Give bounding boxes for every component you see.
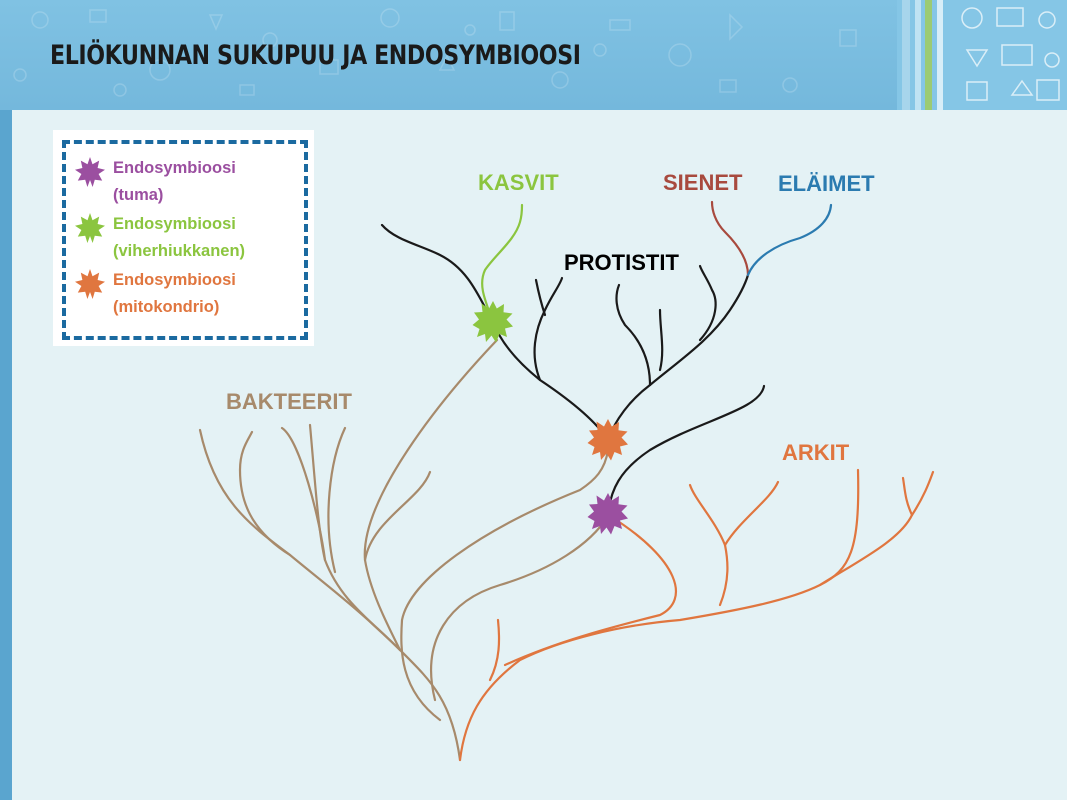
label-bakteerit: BAKTEERIT <box>226 389 352 414</box>
legend-item-mitochondrion: Endosymbioosi (mitokondrio) <box>73 267 236 321</box>
legend-item-nucleus: Endosymbioosi (tuma) <box>73 155 236 209</box>
label-protistit: PROTISTIT <box>564 250 679 275</box>
legend-label: Endosymbioosi <box>113 215 236 233</box>
label-arkit: ARKIT <box>782 440 850 465</box>
plants-branch <box>481 203 524 324</box>
label-kasvit: KASVIT <box>478 170 559 195</box>
purple-star-icon <box>75 157 105 187</box>
header-pattern <box>13 8 857 97</box>
nucleus-event-star-icon <box>587 493 628 535</box>
fungi-branch <box>710 200 750 277</box>
page-title: ELIÖKUNNAN SUKUPUU JA ENDOSYMBIOOSI <box>50 40 581 71</box>
legend-box: Endosymbioosi (tuma) Endosymbioosi (vihe… <box>53 130 314 346</box>
header-banner <box>0 0 1067 110</box>
label-elaimet: ELÄIMET <box>778 171 875 196</box>
label-sienet: SIENET <box>663 170 743 195</box>
legend-label: Endosymbioosi <box>113 271 236 289</box>
chloroplast-event-star-icon <box>472 301 513 343</box>
orange-star-icon <box>75 269 105 299</box>
legend-dashed-border <box>62 140 308 340</box>
header-decoration <box>897 0 1067 110</box>
legend-sublabel: (mitokondrio) <box>113 298 220 316</box>
left-accent-bar <box>0 0 12 800</box>
legend-sublabel: (tuma) <box>113 186 164 204</box>
eukaryote-branches <box>380 223 766 518</box>
legend-label: Endosymbioosi <box>113 159 236 177</box>
legend-sublabel: (viherhiukkanen) <box>113 242 246 260</box>
bacteria-branches <box>198 338 610 762</box>
archaea-branches <box>458 468 935 762</box>
animals-branch <box>746 203 833 277</box>
legend-item-chloroplast: Endosymbioosi (viherhiukkanen) <box>73 211 245 265</box>
mitochondrion-event-star-icon <box>587 419 628 461</box>
green-star-icon <box>75 213 105 243</box>
